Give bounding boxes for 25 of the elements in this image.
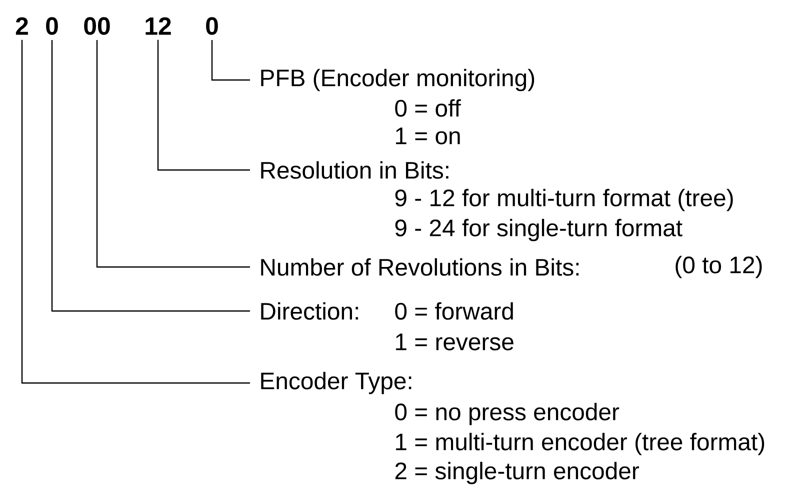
value-description: 1 = reverse (396, 334, 514, 350)
value-description: 9 - 24 for single-turn format (395, 218, 682, 242)
value-description: 0 = off (395, 99, 461, 117)
value-description: 1 = on (396, 128, 460, 144)
value-description: 1 = multi-turn encoder (tree format) (396, 432, 764, 456)
field-description: PFB (Encoder monitoring) (261, 68, 534, 92)
value-description: 2 = single-turn encoder (395, 462, 639, 484)
leader-line (96, 40, 250, 268)
code-digit: 0 (206, 17, 218, 35)
field-description: Direction: (261, 302, 358, 320)
value-description: 0 = forward (395, 302, 513, 320)
leader-line (21, 40, 250, 384)
code-digit: 2 (16, 17, 28, 35)
leader-line (157, 40, 250, 171)
value-description: (0 to 12) (676, 256, 762, 278)
leader-line (211, 40, 250, 81)
field-description: Number of Revolutions in Bits: (261, 258, 579, 276)
field-description: Encoder Type: (261, 372, 412, 394)
leader-line (51, 40, 250, 312)
code-digit: 0 (46, 17, 58, 35)
code-digit: 12 (146, 17, 171, 35)
value-description: 9 - 12 for multi-turn format (tree) (395, 188, 733, 212)
field-description: Resolution in Bits: (261, 161, 448, 179)
value-description: 0 = no press encoder (395, 402, 620, 426)
code-digit: 00 (84, 17, 110, 35)
